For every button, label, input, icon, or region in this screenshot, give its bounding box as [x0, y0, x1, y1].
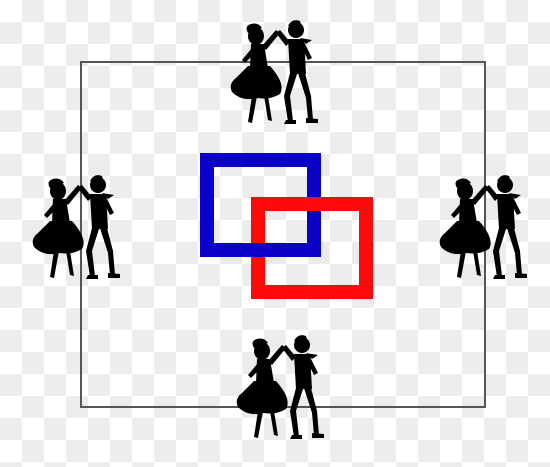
square-frame — [81, 62, 485, 407]
dancing-couple-bottom — [237, 335, 324, 439]
dancing-couple-right — [440, 175, 527, 279]
dancing-couple-left — [33, 175, 120, 279]
blue-square-overlap — [251, 243, 265, 257]
dancing-couple-top — [231, 20, 318, 124]
